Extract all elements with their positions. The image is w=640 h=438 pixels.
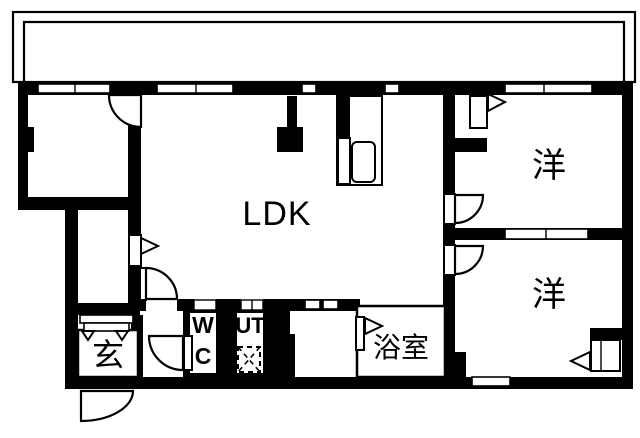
kitchen-unit [336, 95, 383, 186]
window-top-right [504, 83, 593, 94]
kitchen-counter-edge [337, 137, 351, 185]
room-label-wc-line1: W [192, 312, 214, 338]
window-top-small-2 [384, 83, 400, 94]
room-label-western-bottom: 洋 [532, 276, 566, 314]
genkan-step-2 [83, 322, 130, 332]
genkan-step-1 [79, 314, 134, 324]
corner-fixture [590, 339, 621, 372]
bathroom-box [355, 304, 447, 379]
door-leaf-corridor [128, 234, 142, 267]
vent-triangle-genkan-2 [114, 330, 130, 342]
windows [37, 83, 621, 387]
wall-genkan-top [65, 303, 140, 315]
wall-corner-stub [590, 328, 622, 340]
window-bath-hall-2 [322, 299, 339, 310]
vent-triangle-genkan-1 [80, 330, 96, 342]
door-arc-wc [147, 334, 185, 372]
wall-left-lower [65, 197, 78, 389]
vent-triangle-bathroom [364, 316, 385, 336]
vent-triangle-western-top [487, 92, 508, 113]
opening-hall-door [146, 299, 177, 311]
opening-above-wc [193, 299, 217, 311]
window-bath-hall-1 [304, 299, 321, 310]
wall-ldk-east-mid [443, 223, 455, 246]
door-arc-hall [144, 266, 179, 301]
wall-kitchen-partition [287, 96, 297, 127]
window-top-small-1 [301, 83, 317, 94]
door-arc-entrance [79, 389, 135, 423]
wall-left-upper [18, 82, 28, 210]
wall-kitchen-pillar [277, 127, 303, 152]
room-label-wc-line2: C [195, 343, 212, 369]
door-leaf-western-bottom-entry [443, 244, 456, 276]
wall-step-1 [288, 334, 295, 357]
washer-pan-dashed [237, 346, 261, 373]
door-arc-room-tl [107, 93, 143, 129]
wall-hall-a [128, 299, 146, 311]
door-leaf-western-top-entry [443, 193, 456, 225]
window-bottom [471, 376, 511, 387]
washer-pan-cross [237, 346, 261, 373]
wall-corridor-ldk-upper [128, 127, 141, 235]
vent-triangle-western-bottom [568, 350, 591, 372]
room-label-bathroom: 浴室 [373, 332, 429, 363]
bath-hall-floor [295, 311, 357, 377]
door-arc-western-bottom [453, 244, 485, 276]
ut-floor [237, 313, 263, 373]
triangle-markers [80, 92, 591, 372]
wc-floor [190, 313, 216, 373]
door-leaf-wc [183, 335, 193, 371]
wall-bottom [65, 377, 633, 389]
balcony-inner-rail [22, 20, 626, 84]
door-arc-western-top [453, 193, 485, 225]
doors [79, 93, 488, 423]
kitchen-wall-stub [338, 96, 350, 138]
window-top-mid [156, 83, 234, 94]
kitchen-sink [351, 141, 376, 183]
wall-right [622, 82, 633, 389]
room-labels: LDK 洋 洋 玄 W C UT 浴室 [92, 147, 566, 373]
wall-left-bump [25, 127, 34, 152]
door-leaf-bathroom [355, 316, 365, 351]
vent-triangle-ldk [140, 236, 161, 256]
wall-yo-step [455, 138, 487, 152]
wall-ldk-east-upper [443, 94, 455, 195]
room-label-western-top: 洋 [532, 147, 566, 185]
wall-stub-bottom [452, 352, 466, 377]
door-leaf-western-top [469, 95, 488, 129]
window-top-left [37, 83, 111, 94]
room-label-entrance: 玄 [92, 337, 124, 373]
wall-corridor-ldk-lower [128, 266, 141, 307]
room-label-ldk: LDK [242, 195, 311, 233]
room-label-utility: UT [235, 313, 265, 338]
